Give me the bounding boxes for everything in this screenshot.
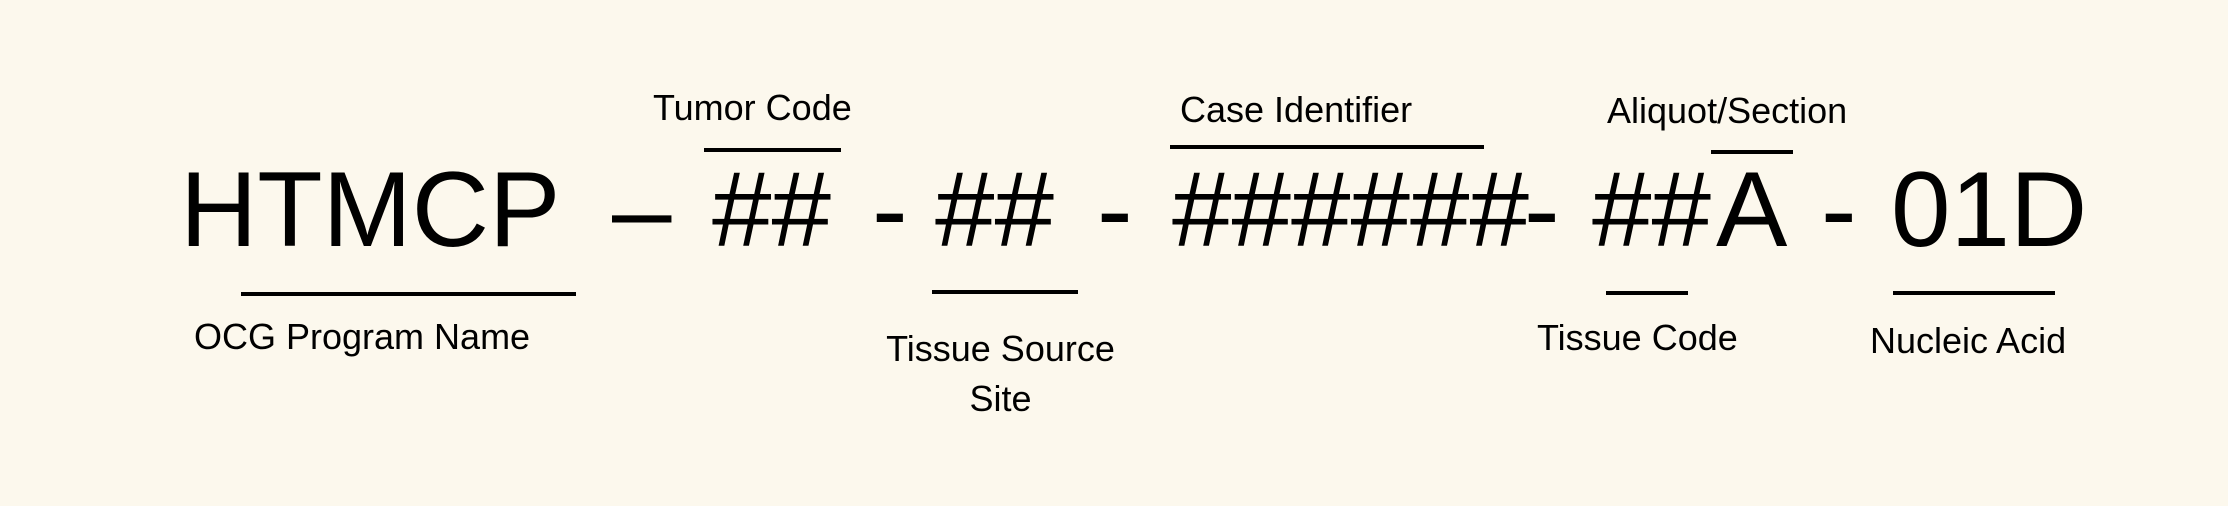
aliquot-section-label: Aliquot/Section (1607, 90, 1848, 131)
aliquot-section-bracket (1711, 150, 1793, 154)
separator-4: - (1821, 149, 1857, 269)
ocg-program-name-label: OCG Program Name (194, 316, 531, 357)
case-identifier-label: Case Identifier (1180, 89, 1413, 130)
separator-1: - (872, 149, 908, 269)
tissue-code-bracket (1606, 291, 1688, 295)
tumor-code-value: ## (712, 149, 832, 269)
tissue-source-site-line2: Site (969, 378, 1032, 419)
tissue-source-site-label: Tissue Source Site (858, 324, 1143, 424)
case-identifier-value: ###### (1172, 149, 1530, 269)
nucleic-acid-value: 01D (1891, 149, 2088, 269)
tumor-code-label: Tumor Code (653, 87, 852, 128)
separator-2: - (1097, 149, 1133, 269)
tissue-code-label: Tissue Code (1537, 317, 1738, 358)
tissue-code-value: ## (1592, 149, 1712, 269)
tissue-source-site-value: ## (935, 149, 1055, 269)
ocg-program-bracket (241, 292, 576, 296)
separator-3: - (1524, 149, 1560, 269)
tumor-code-bracket (704, 148, 841, 152)
program-separator: – (612, 149, 672, 269)
program-name-code: HTMCP (180, 149, 561, 269)
aliquot-value: A (1716, 149, 1788, 269)
tissue-source-site-line1: Tissue Source (886, 328, 1115, 369)
nucleic-acid-bracket (1893, 291, 2055, 295)
nucleic-acid-label: Nucleic Acid (1870, 320, 2067, 361)
tissue-source-site-bracket (932, 290, 1078, 294)
case-identifier-bracket (1170, 145, 1484, 149)
